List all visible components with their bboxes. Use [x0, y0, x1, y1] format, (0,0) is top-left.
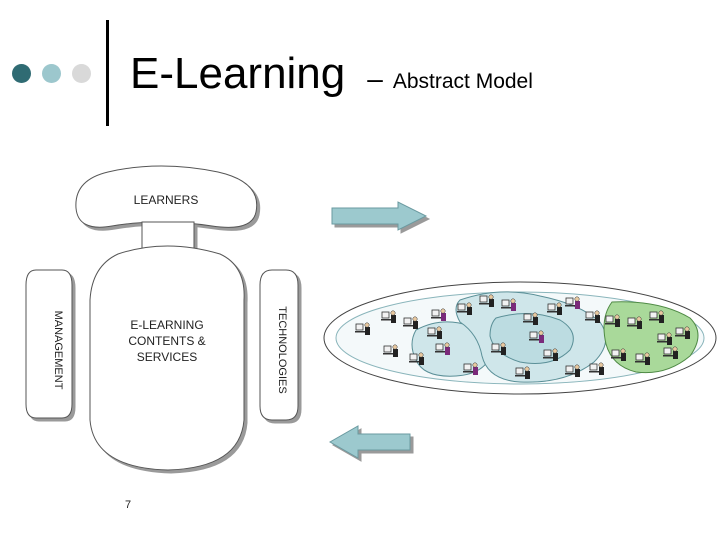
person-at-computer-icon [585, 310, 600, 323]
person-at-computer-icon [649, 310, 664, 323]
person-at-computer-icon [463, 362, 478, 375]
learners-label: LEARNERS [134, 193, 199, 207]
person-at-computer-icon [515, 366, 530, 379]
network-region-blue-mid [489, 312, 574, 364]
learner-network [323, 281, 717, 395]
title-dash: – [367, 63, 383, 94]
person-at-computer-icon [501, 298, 516, 311]
person-at-computer-icon [523, 312, 538, 325]
management-shape [25, 269, 73, 419]
page-number: 7 [125, 499, 131, 511]
learners-shape [75, 165, 258, 228]
center-label-line3: SERVICES [137, 350, 197, 364]
person-at-computer-icon [611, 348, 626, 361]
technologies-shape [259, 269, 299, 421]
person-at-computer-icon [355, 322, 370, 335]
title-subtitle: Abstract Model [392, 70, 533, 93]
contents-services-shape [89, 245, 245, 471]
person-at-computer-icon [627, 316, 642, 329]
person-at-computer-icon [457, 302, 472, 315]
person-at-computer-icon [675, 326, 690, 339]
person-at-computer-icon [657, 332, 672, 345]
technologies-label: TECHNOLOGIES [276, 306, 288, 393]
person-at-computer-icon [403, 316, 418, 329]
person-at-computer-icon [479, 294, 494, 307]
person-at-computer-icon [383, 344, 398, 357]
bullet-dot-mid [42, 64, 61, 83]
person-at-computer-icon [529, 330, 544, 343]
center-label-line2: CONTENTS & [128, 334, 205, 348]
arrow-right [331, 201, 428, 231]
page-title: E-Learning–Abstract Model [130, 52, 533, 96]
title-main: E-Learning [130, 49, 346, 98]
person-at-computer-icon [543, 348, 558, 361]
management-label: MANAGEMENT [52, 311, 64, 390]
arrow-left [328, 425, 411, 459]
person-at-computer-icon [547, 302, 562, 315]
center-label-line1: E-LEARNING [130, 318, 203, 332]
person-at-computer-icon [605, 314, 620, 327]
bullet-dot-light [72, 64, 91, 83]
person-at-computer-icon [565, 296, 580, 309]
person-at-computer-icon [427, 326, 442, 339]
bullet-dot-dark [12, 64, 31, 83]
person-at-computer-icon [663, 346, 678, 359]
person-at-computer-icon [381, 310, 396, 323]
learner-icons [355, 294, 690, 379]
person-at-computer-icon [589, 362, 604, 375]
person-at-computer-icon [409, 352, 424, 365]
person-at-computer-icon [431, 308, 446, 321]
title-divider [106, 20, 109, 126]
person-at-computer-icon [435, 342, 450, 355]
person-at-computer-icon [491, 342, 506, 355]
person-at-computer-icon [635, 352, 650, 365]
person-at-computer-icon [565, 364, 580, 377]
